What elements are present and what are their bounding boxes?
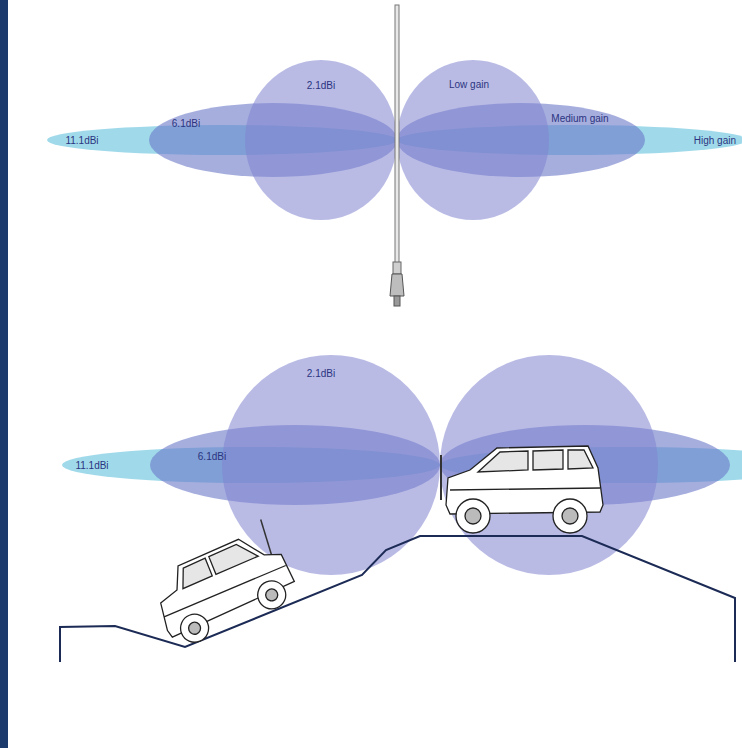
terrain-line [60,536,735,662]
land-cruiser [142,517,302,651]
gain-label: High gain [694,135,736,146]
low-gain-lobe [440,355,658,575]
gain-label: 2.1dBi [307,80,335,91]
low-gain-lobe [245,60,397,220]
gain-label: 11.1dBi [75,460,108,471]
gain-label: 11.1dBi [65,135,98,146]
whip-antenna [390,5,404,306]
bottom-lobes [62,355,742,575]
gain-label: 6.1dBi [172,118,200,129]
gain-label: Low gain [449,79,489,90]
range-rover [441,446,603,533]
side-bar [0,0,8,748]
gain-label: Medium gain [551,113,608,124]
gain-label: 2.1dBi [307,368,335,379]
gain-label: 6.1dBi [198,451,226,462]
low-gain-lobe [397,60,549,220]
